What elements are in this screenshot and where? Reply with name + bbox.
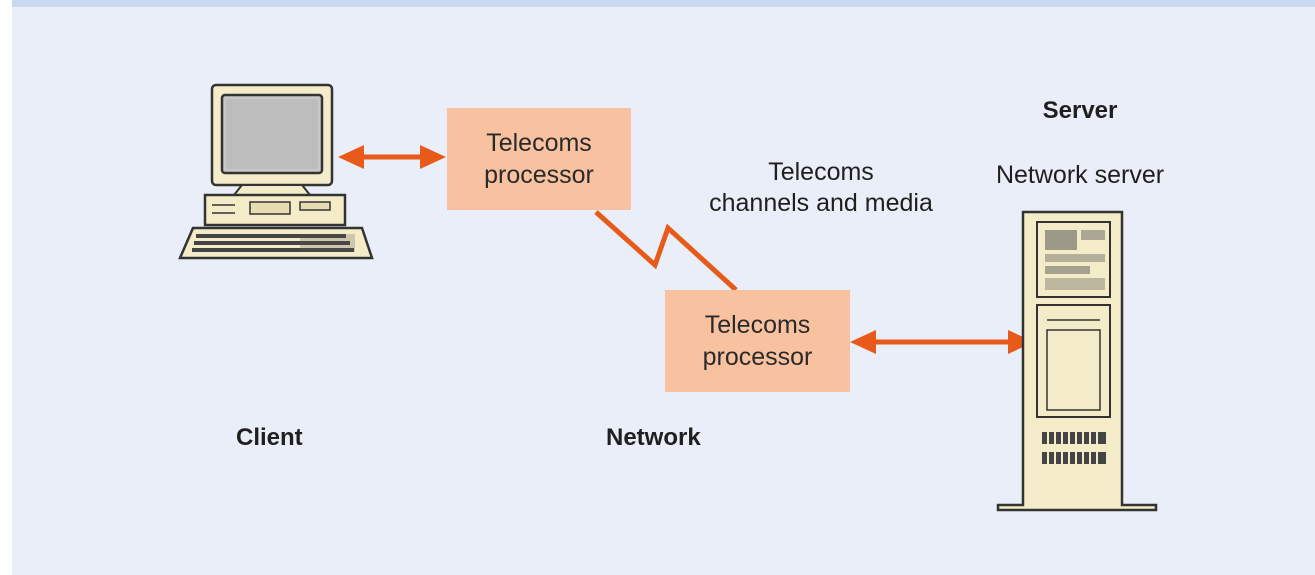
channels-label-line1: Telecoms — [768, 158, 874, 186]
telecoms-processor-top: Telecoms processor — [447, 108, 631, 210]
client-processor-arrow — [338, 145, 446, 169]
processor-bottom-line2: processor — [702, 343, 813, 371]
server-subtitle: Network server — [995, 161, 1165, 189]
server-heading: Server — [1042, 97, 1118, 124]
processor-top-line2: processor — [484, 161, 594, 189]
telecoms-channel-link — [594, 210, 738, 292]
channels-label-line2: channels and media — [709, 189, 933, 217]
client-label: Client — [236, 424, 303, 451]
processor-bottom-line1: Telecoms — [704, 311, 811, 339]
network-server-icon — [996, 210, 1158, 512]
telecoms-processor-bottom: Telecoms processor — [665, 290, 850, 392]
top-band — [0, 0, 1315, 7]
left-edge — [0, 0, 12, 575]
client-computer-icon — [178, 83, 374, 260]
processor-server-arrow — [850, 330, 1034, 354]
processor-top-line1: Telecoms — [486, 129, 592, 157]
channels-media-label: Telecoms channels and media — [690, 157, 952, 219]
network-label: Network — [606, 424, 701, 451]
